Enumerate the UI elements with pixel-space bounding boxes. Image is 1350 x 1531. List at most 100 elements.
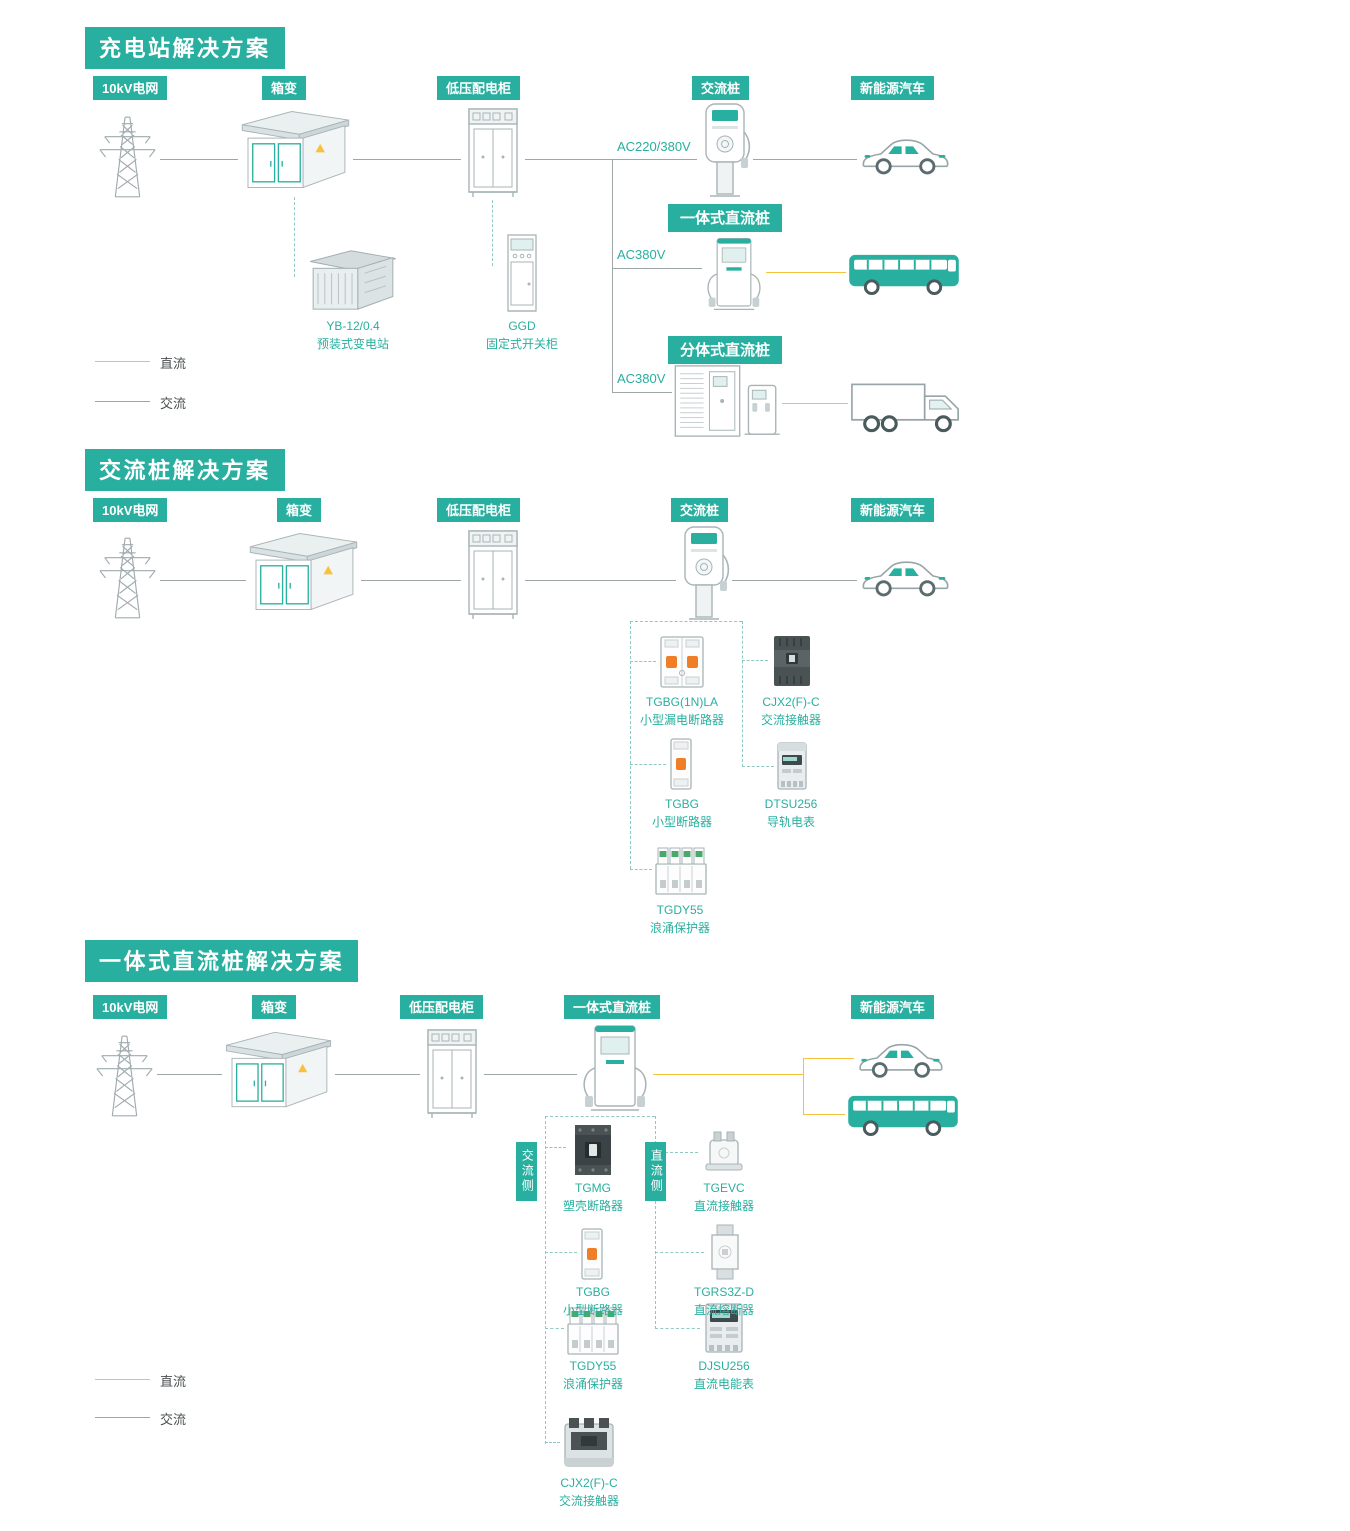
s1-transmission-tower-icon — [95, 107, 160, 207]
s1-dc-line-pile-bus — [766, 272, 846, 273]
s3-dash-stub-dc-meter — [655, 1328, 700, 1329]
section2-title: 交流桩解决方案 — [85, 449, 285, 491]
s2-dash-stub-spd — [630, 869, 652, 870]
s3-caption-dc-meter: DJSU256 直流电能表 — [666, 1357, 782, 1393]
s3-caption-dc-meter-model: DJSU256 — [698, 1359, 750, 1373]
s2-badge-lv-cabinet: 低压配电柜 — [437, 498, 521, 522]
s2-caption-mcb: TGBG 小型断路器 — [624, 795, 740, 831]
s2-badge-grid: 10kV电网 — [93, 498, 168, 522]
s1-ev-truck-icon — [848, 379, 966, 435]
s3-legend-ac-line — [95, 1417, 150, 1418]
s3-transmission-tower-icon — [92, 1026, 157, 1126]
s3-dash-stub-big-contactor — [545, 1442, 560, 1443]
s3-line-transformer-cabinet — [335, 1074, 420, 1075]
s1-branch-vertical — [612, 159, 613, 392]
s1-ev-bus-icon — [846, 251, 962, 296]
s1-ev-car-icon — [857, 130, 952, 178]
s2-dash-right-column — [742, 621, 743, 767]
s3-legend-dc-label: 直流 — [160, 1374, 187, 1389]
s3-caption-spd-name: 浪涌保护器 — [562, 1377, 623, 1391]
s3-lv-cabinet-icon — [420, 1026, 484, 1121]
s3-caption-ac-contactor: CJX2(F)-C 交流接触器 — [531, 1474, 647, 1510]
s2-caption-rcbo-model: TGBG(1N)LA — [645, 695, 718, 709]
s2-badge-ac-pile: 交流桩 — [671, 498, 729, 522]
s3-caption-dc-meter-name: 直流电能表 — [693, 1377, 754, 1391]
s1-badge-transformer: 箱变 — [262, 76, 307, 100]
s1-lv-cabinet-icon — [461, 105, 525, 200]
s3-dc-line-pile-out — [653, 1074, 803, 1075]
s3-caption-spd-model: TGDY55 — [569, 1359, 617, 1373]
s3-dash-stub-dc-contactor — [655, 1152, 698, 1153]
s1-box-transformer-icon — [238, 102, 353, 197]
s3-dc-fuse-icon — [704, 1222, 746, 1282]
s2-caption-mcb-name: 小型断路器 — [651, 815, 712, 829]
s3-caption-mcb: TGBG 小型断路器 — [535, 1283, 651, 1319]
s2-caption-rcbo: TGBG(1N)LA 小型漏电断路器 — [624, 693, 740, 729]
s1-caption-ggd-model: GGD — [508, 319, 536, 333]
s2-caption-spd: TGDY55 浪涌保护器 — [622, 901, 738, 937]
s2-dash-top — [630, 621, 742, 622]
s3-line-grid-transformer — [157, 1074, 222, 1075]
s2-lv-cabinet-icon — [461, 527, 525, 622]
s1-caption-yb-model: YB-12/0.4 — [326, 319, 380, 333]
s3-caption-dc-fuse-model: TGRS3Z-D — [694, 1285, 754, 1299]
s3-caption-spd: TGDY55 浪涌保护器 — [535, 1357, 651, 1393]
s1-dash-cabinet-ggd — [492, 200, 493, 266]
s1-label-ac220-380v: AC220/380V — [617, 139, 691, 154]
s1-legend-dc-line — [95, 361, 150, 362]
s3-dash-stub-fuse — [655, 1252, 704, 1253]
s2-caption-spd-model: TGDY55 — [656, 903, 704, 917]
s3-dc-contactor-icon — [698, 1128, 750, 1174]
s2-caption-mcb-model: TGBG — [664, 797, 699, 811]
s1-line-to-dc-integrated — [612, 268, 702, 269]
s3-badge-ev: 新能源汽车 — [851, 995, 935, 1019]
s3-dc-line-to-bus — [803, 1114, 845, 1115]
s3-dash-stub-mcb — [545, 1252, 577, 1253]
s2-caption-ac-contactor: CJX2(F)-C 交流接触器 — [733, 693, 849, 729]
section3-title: 一体式直流桩解决方案 — [85, 940, 359, 982]
s1-split-dc-pile-icon — [672, 362, 782, 440]
section1-title: 充电站解决方案 — [85, 27, 285, 69]
s1-label-ac380v-1: AC380V — [617, 247, 666, 262]
s3-dc-line-to-car — [803, 1058, 854, 1059]
s3-caption-dc-contactor: TGEVC 直流接触器 — [666, 1179, 782, 1215]
s2-transmission-tower-icon — [95, 528, 160, 628]
s2-line-grid-transformer — [160, 580, 246, 581]
s1-ac-pile-icon — [697, 100, 753, 200]
s1-label-ac380v-2: AC380V — [617, 371, 666, 386]
s2-rail-meter-icon — [774, 740, 810, 792]
s2-caption-rail-meter: DTSU256 导轨电表 — [733, 795, 849, 831]
s1-banner-dc-integrated: 一体式直流桩 — [668, 204, 783, 232]
s2-dash-stub-contactor — [742, 660, 768, 661]
s3-caption-mccb: TGMG 塑壳断路器 — [535, 1179, 651, 1215]
s3-mcb-icon — [577, 1226, 607, 1282]
s1-line-to-ac-pile — [612, 159, 697, 160]
s3-caption-dc-fuse-name: 直流熔断器 — [693, 1303, 754, 1317]
s2-caption-rail-meter-model: DTSU256 — [764, 797, 818, 811]
s3-caption-mcb-model: TGBG — [575, 1285, 610, 1299]
s3-ac-side-label: 交流侧 — [516, 1142, 538, 1201]
s1-line-cabinet-branch — [525, 159, 612, 160]
s3-caption-mccb-name: 塑壳断路器 — [562, 1199, 623, 1213]
s3-dc-branch-vertical — [803, 1058, 804, 1115]
s3-ev-bus-icon — [845, 1092, 961, 1137]
s3-ev-car-icon — [854, 1034, 946, 1082]
s3-box-transformer-icon — [222, 1023, 335, 1116]
s1-badge-ac-pile: 交流桩 — [692, 76, 750, 100]
s1-dash-transformer-yb — [294, 197, 295, 277]
s1-badge-ev: 新能源汽车 — [851, 76, 935, 100]
s2-dash-stub-mcb — [630, 764, 666, 765]
s2-ac-pile-icon — [676, 523, 732, 623]
s3-caption-dc-contactor-name: 直流接触器 — [693, 1199, 754, 1213]
s1-caption-yb: YB-12/0.4 预装式变电站 — [300, 317, 406, 353]
s3-dash-right-column — [655, 1116, 656, 1329]
s2-caption-rail-meter-name: 导轨电表 — [766, 815, 815, 829]
s3-dash-left-column — [545, 1116, 546, 1444]
s1-legend-ac-line — [95, 401, 150, 402]
s2-caption-spd-name: 浪涌保护器 — [649, 921, 710, 935]
s2-line-pile-car — [732, 580, 857, 581]
s3-dash-stub-mccb — [545, 1147, 566, 1148]
s1-banner-dc-split: 分体式直流桩 — [668, 336, 783, 364]
s3-caption-ac-contactor-name: 交流接触器 — [558, 1494, 619, 1508]
s2-line-transformer-cabinet — [361, 580, 461, 581]
